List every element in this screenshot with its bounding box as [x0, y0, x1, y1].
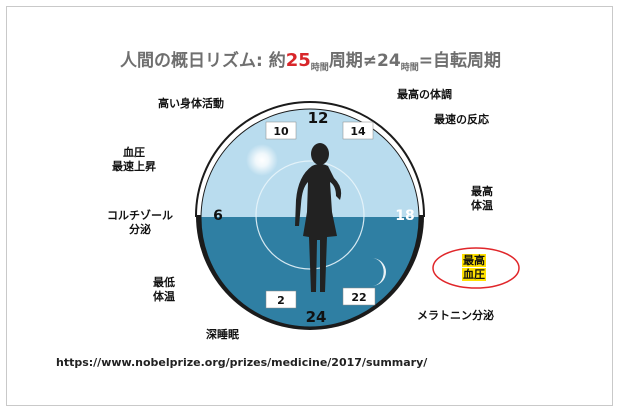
label-bp-rise-line1: 血圧: [123, 146, 145, 159]
hour-22-box: [342, 287, 376, 306]
hour-14-box: [342, 121, 374, 140]
label-bp-rise-line2: 最速上昇: [112, 160, 156, 173]
sun-icon: [246, 144, 278, 176]
title-period-unit: 時間: [310, 63, 329, 73]
title-period-value: 25: [285, 50, 311, 71]
diagram-title: 人間の概日リズム: 約25時間周期≠24時間=自転周期: [0, 46, 621, 73]
hour-2-label: 2: [277, 294, 285, 307]
label-lowest-temp-line1: 最低: [153, 276, 175, 289]
label-highest-bp-line1: 最高: [462, 254, 486, 267]
hour-18-label: 18: [395, 208, 414, 224]
label-melatonin: メラトニン分泌: [417, 309, 494, 322]
hour-10-label: 10: [273, 125, 289, 138]
face-border: [200, 108, 420, 328]
highlight-ellipse: [432, 247, 520, 289]
label-lowest-temp-line2: 体温: [153, 290, 175, 303]
label-fastest-reaction: 最速の反応: [434, 113, 489, 126]
human-silhouette-icon: [295, 143, 342, 292]
title-suffix: =自転周期: [418, 51, 501, 71]
label-deep-sleep: 深睡眠: [206, 328, 239, 341]
label-lowest-temp: 最低 体温: [142, 276, 186, 304]
title-middle: 周期≠24: [328, 51, 401, 71]
title-prefix: 人間の概日リズム: 約: [120, 51, 286, 71]
hour-14-label: 14: [350, 125, 366, 138]
hour-6-label: 6: [213, 208, 223, 224]
hour-2-box: [265, 290, 297, 309]
label-highest-bp-line2: 血圧: [462, 268, 486, 281]
moon-icon: [372, 258, 386, 286]
label-bp-rise: 血圧 最速上昇: [104, 146, 164, 174]
label-highest-bp: 最高 血圧: [462, 254, 486, 282]
label-highest-temp-line1: 最高: [471, 185, 493, 198]
label-best-coordination: 最高の体調: [397, 88, 452, 101]
hour-22-label: 22: [351, 291, 366, 304]
title-middle-unit: 時間: [400, 63, 419, 73]
hour-24-label: 24: [306, 308, 327, 326]
hour-10-box: [265, 121, 297, 140]
label-high-activity: 高い身体活動: [158, 97, 224, 110]
label-cortisol-line2: 分泌: [129, 223, 151, 236]
label-highest-temp: 最高 体温: [460, 185, 504, 213]
hour-12-label: 12: [308, 109, 329, 127]
label-cortisol: コルチゾール 分泌: [95, 209, 185, 237]
label-cortisol-line1: コルチゾール: [107, 209, 173, 222]
label-highest-temp-line2: 体温: [471, 199, 493, 212]
halo-ring: [255, 160, 365, 270]
source-url: https://www.nobelprize.org/prizes/medici…: [56, 356, 428, 369]
